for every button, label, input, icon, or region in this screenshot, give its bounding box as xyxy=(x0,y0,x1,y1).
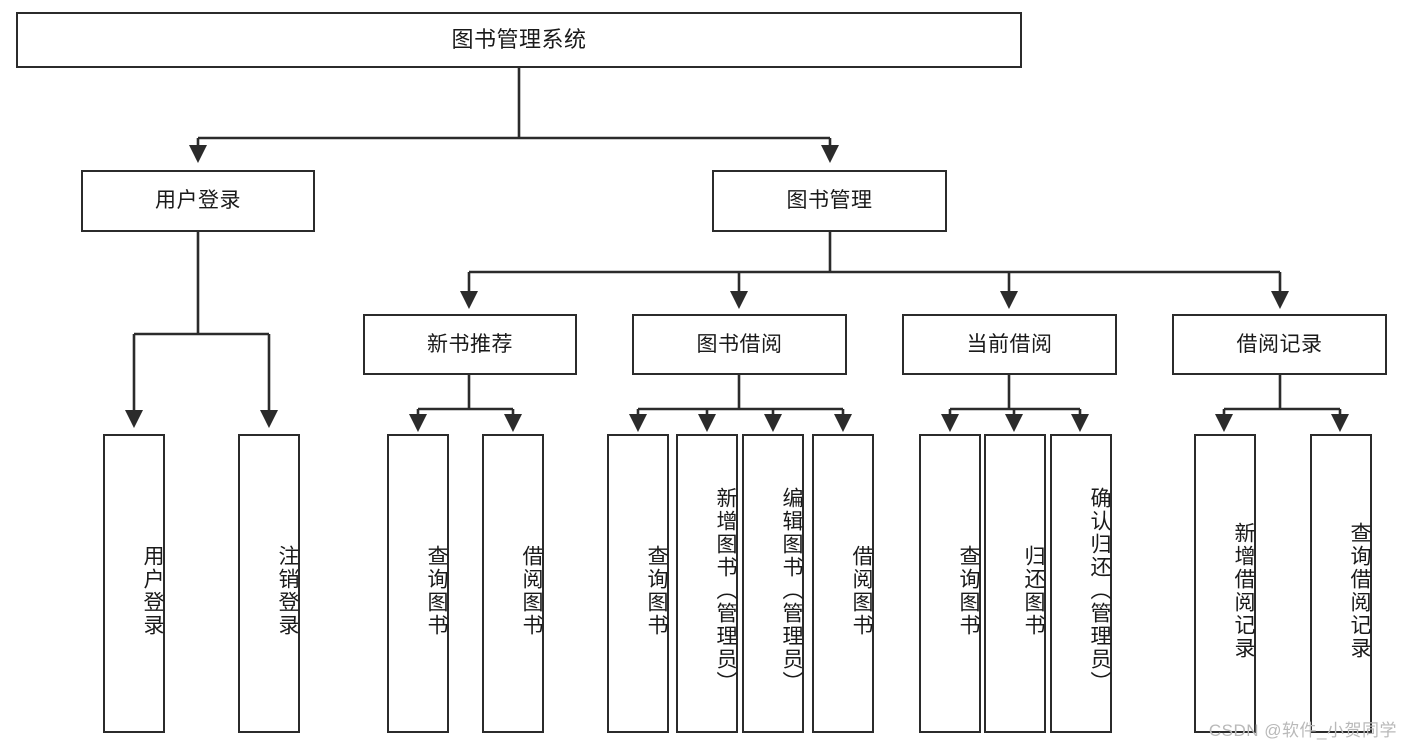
node-label: 查询图书 xyxy=(645,544,668,637)
leaf-query-book-3[interactable]: 查询图书 xyxy=(919,434,981,733)
node-label: 编辑图书（管理员） xyxy=(780,487,803,694)
leaf-return-book[interactable]: 归还图书 xyxy=(984,434,1046,733)
leaf-query-book-2[interactable]: 查询图书 xyxy=(607,434,669,733)
node-label: 注销登录 xyxy=(276,544,299,637)
leaf-add-record[interactable]: 新增借阅记录 xyxy=(1194,434,1256,733)
node-label: 借阅记录 xyxy=(1236,332,1323,356)
node-label: 用户登录 xyxy=(141,544,164,637)
node-book-manage[interactable]: 图书管理 xyxy=(712,170,947,232)
node-label: 查询图书 xyxy=(957,544,980,637)
node-current-borrow[interactable]: 当前借阅 xyxy=(902,314,1117,375)
node-label: 图书管理 xyxy=(786,189,873,213)
node-label: 当前借阅 xyxy=(966,332,1053,356)
node-new-book-rec[interactable]: 新书推荐 xyxy=(363,314,577,375)
node-book-borrow[interactable]: 图书借阅 xyxy=(632,314,847,375)
csdn-watermark: CSDN @软件_小贺同学 xyxy=(1208,721,1397,740)
node-label: 新书推荐 xyxy=(427,332,513,356)
node-label: 借阅图书 xyxy=(520,544,543,637)
leaf-query-book-1[interactable]: 查询图书 xyxy=(387,434,449,733)
node-root[interactable]: 图书管理系统 xyxy=(16,12,1022,68)
node-label: 新增图书（管理员） xyxy=(714,487,737,694)
node-user-login[interactable]: 用户登录 xyxy=(81,170,315,232)
leaf-borrow-book-2[interactable]: 借阅图书 xyxy=(812,434,874,733)
leaf-add-book[interactable]: 新增图书（管理员） xyxy=(676,434,738,733)
node-label: 查询借阅记录 xyxy=(1348,521,1371,660)
node-label: 查询图书 xyxy=(425,544,448,637)
leaf-confirm-return[interactable]: 确认归还（管理员） xyxy=(1050,434,1112,733)
leaf-edit-book[interactable]: 编辑图书（管理员） xyxy=(742,434,804,733)
node-borrow-record[interactable]: 借阅记录 xyxy=(1172,314,1387,375)
node-label: 用户登录 xyxy=(155,189,241,213)
node-label: 图书管理系统 xyxy=(451,26,587,52)
leaf-borrow-book-1[interactable]: 借阅图书 xyxy=(482,434,544,733)
leaf-logout[interactable]: 注销登录 xyxy=(238,434,300,733)
node-label: 新增借阅记录 xyxy=(1232,521,1255,660)
leaf-user-login[interactable]: 用户登录 xyxy=(103,434,165,733)
node-label: 归还图书 xyxy=(1022,544,1045,637)
node-label: 借阅图书 xyxy=(850,544,873,637)
node-label: 图书借阅 xyxy=(696,332,783,356)
node-label: 确认归还（管理员） xyxy=(1088,487,1111,694)
leaf-query-record[interactable]: 查询借阅记录 xyxy=(1310,434,1372,733)
